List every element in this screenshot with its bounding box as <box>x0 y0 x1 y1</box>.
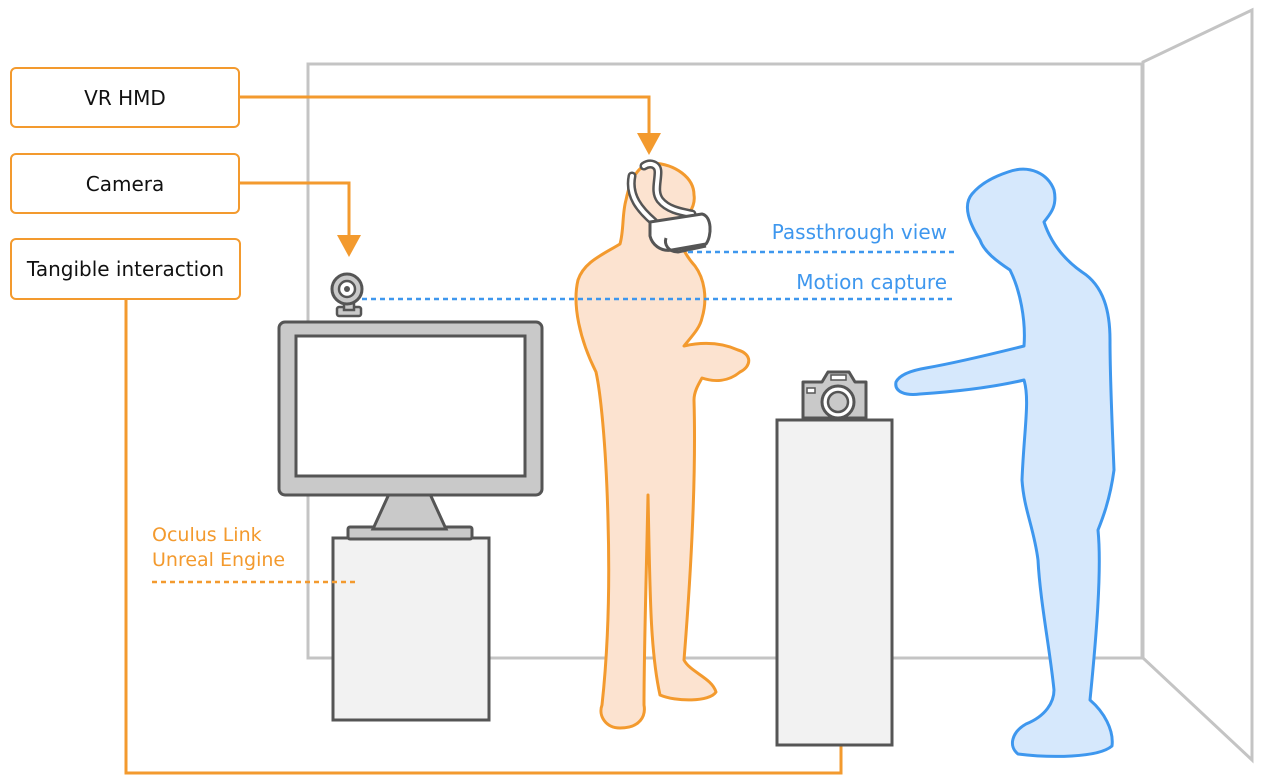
vr-headset-icon <box>626 159 712 254</box>
pedestal <box>775 418 894 747</box>
passthrough-person-silhouette <box>894 167 1116 758</box>
vr-user-figure <box>574 159 751 730</box>
vr-hmd-label: VR HMD <box>10 67 240 128</box>
webcam-icon <box>330 272 364 318</box>
pc-table <box>331 536 491 722</box>
connector-camera <box>240 181 351 238</box>
annotation-lines <box>152 250 956 584</box>
arrowhead-vr-hmd <box>637 133 661 155</box>
connector-vr-hmd <box>240 95 651 138</box>
room-side-wall <box>1141 7 1254 764</box>
passthrough-view-annotation: Passthrough view <box>771 220 947 244</box>
motion-capture-annotation: Motion capture <box>796 270 947 294</box>
room <box>306 7 1254 764</box>
camera-label: Camera <box>10 153 240 214</box>
monitor-screen <box>294 334 527 478</box>
unreal-engine-annotation: Unreal Engine <box>152 549 286 571</box>
arrowhead-camera <box>337 235 361 257</box>
monitor-icon <box>277 320 544 722</box>
vr-user-silhouette <box>574 161 751 730</box>
tangible-interaction-label: Tangible interaction <box>10 238 241 300</box>
monitor-stand <box>370 492 449 531</box>
passthrough-person-figure <box>894 167 1116 758</box>
oculus-link-annotation: Oculus Link <box>152 524 262 546</box>
photo-camera-icon <box>801 370 868 420</box>
